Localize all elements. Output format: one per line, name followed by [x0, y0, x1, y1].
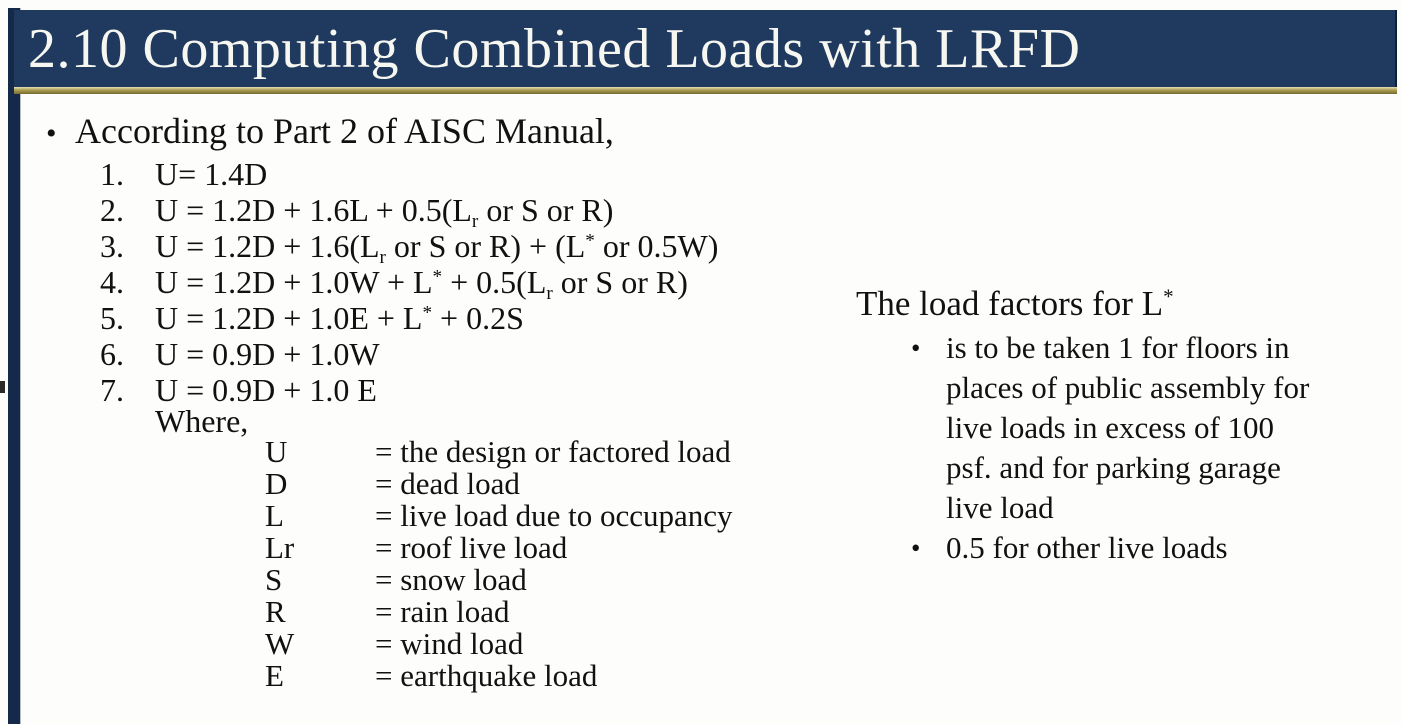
definition-meaning: = roof live load: [375, 530, 568, 565]
intro-bullet-line: • According to Part 2 of AISC Manual,: [46, 110, 614, 152]
equation-number: 5.: [100, 300, 124, 336]
left-tick-mark: [0, 381, 5, 393]
load-factors-bullet-list: • is to be taken 1 for floors in places …: [856, 328, 1401, 568]
definition-meaning: = snow load: [375, 562, 527, 597]
definition-row: R = rain load: [265, 596, 733, 628]
left-edge-bar: [8, 8, 21, 724]
equation-number: 1.: [100, 156, 124, 192]
definition-row: L = live load due to occupancy: [265, 500, 733, 532]
definition-row: W = wind load: [265, 628, 733, 660]
where-label: Where,: [155, 403, 249, 439]
definition-symbol: U: [265, 434, 288, 469]
equation-number: 3.: [100, 228, 124, 264]
intro-text: According to Part 2 of AISC Manual,: [75, 111, 614, 151]
definition-meaning: = the design or factored load: [375, 434, 731, 469]
equation-text: U= 1.4D: [155, 156, 268, 192]
load-factors-panel: The load factors for L* • is to be taken…: [856, 282, 1401, 568]
bullet-marker: •: [911, 333, 921, 363]
equation-text: U = 1.2D + 1.0W + L* + 0.5(Lr or S or R): [155, 264, 688, 304]
title-bar: 2.10 Computing Combined Loads with LRFD: [14, 10, 1397, 87]
equation-row: 3. U = 1.2D + 1.6(Lr or S or R) + (L* or…: [100, 228, 719, 268]
equation-row: 6. U = 0.9D + 1.0W: [100, 336, 718, 372]
load-factors-heading: The load factors for L*: [856, 284, 1174, 323]
load-factors-bullet: • 0.5 for other live loads: [856, 528, 1401, 568]
equation-text: U = 0.9D + 1.0 E: [155, 372, 377, 408]
definition-row: S = snow load: [265, 564, 733, 596]
definition-row: Lr = roof live load: [265, 532, 733, 564]
definition-row: U = the design or factored load: [265, 436, 733, 468]
definition-symbol: W: [265, 626, 295, 661]
equation-text: U = 1.2D + 1.0E + L* + 0.2S: [155, 300, 524, 336]
equation-row: 2. U = 1.2D + 1.6L + 0.5(Lr or S or R): [100, 192, 718, 232]
symbol-definition-list: U = the design or factored load D = dead…: [265, 436, 733, 692]
definition-meaning: = dead load: [375, 466, 520, 501]
definition-meaning: = earthquake load: [375, 658, 598, 693]
definition-symbol: L: [265, 498, 284, 533]
gold-underline: [14, 87, 1397, 94]
bullet-text: 0.5 for other live loads: [946, 530, 1228, 565]
definition-symbol: S: [265, 562, 283, 597]
definition-symbol: D: [265, 466, 288, 501]
equation-row: 1. U= 1.4D: [100, 156, 718, 192]
equation-list: 1. U= 1.4D 2. U = 1.2D + 1.6L + 0.5(Lr o…: [100, 156, 718, 408]
equation-text: U = 0.9D + 1.0W: [155, 336, 380, 372]
definition-meaning: = wind load: [375, 626, 524, 661]
equation-number: 2.: [100, 192, 124, 228]
definition-symbol: Lr: [265, 530, 295, 565]
bullet-text: is to be taken 1 for floors in places of…: [946, 330, 1310, 525]
equation-row: 5. U = 1.2D + 1.0E + L* + 0.2S: [100, 300, 718, 336]
definition-meaning: = rain load: [375, 594, 510, 629]
equation-text: U = 1.2D + 1.6(Lr or S or R) + (L* or 0.…: [155, 228, 719, 268]
equation-row: 7. U = 0.9D + 1.0 E: [100, 372, 718, 408]
equation-row: 4. U = 1.2D + 1.0W + L* + 0.5(Lr or S or…: [100, 264, 718, 304]
equation-number: 6.: [100, 336, 124, 372]
equation-number: 7.: [100, 372, 124, 408]
load-factors-bullet: • is to be taken 1 for floors in places …: [856, 328, 1401, 528]
bullet-marker: •: [46, 117, 57, 150]
definition-row: D = dead load: [265, 468, 733, 500]
definition-symbol: E: [265, 658, 284, 693]
definition-symbol: R: [265, 594, 286, 629]
bullet-marker: •: [911, 533, 921, 563]
equation-number: 4.: [100, 264, 124, 300]
definition-row: E = earthquake load: [265, 660, 733, 692]
slide-title: 2.10 Computing Combined Loads with LRFD: [28, 17, 1081, 80]
equation-text: U = 1.2D + 1.6L + 0.5(Lr or S or R): [155, 192, 614, 232]
definition-meaning: = live load due to occupancy: [375, 498, 733, 533]
